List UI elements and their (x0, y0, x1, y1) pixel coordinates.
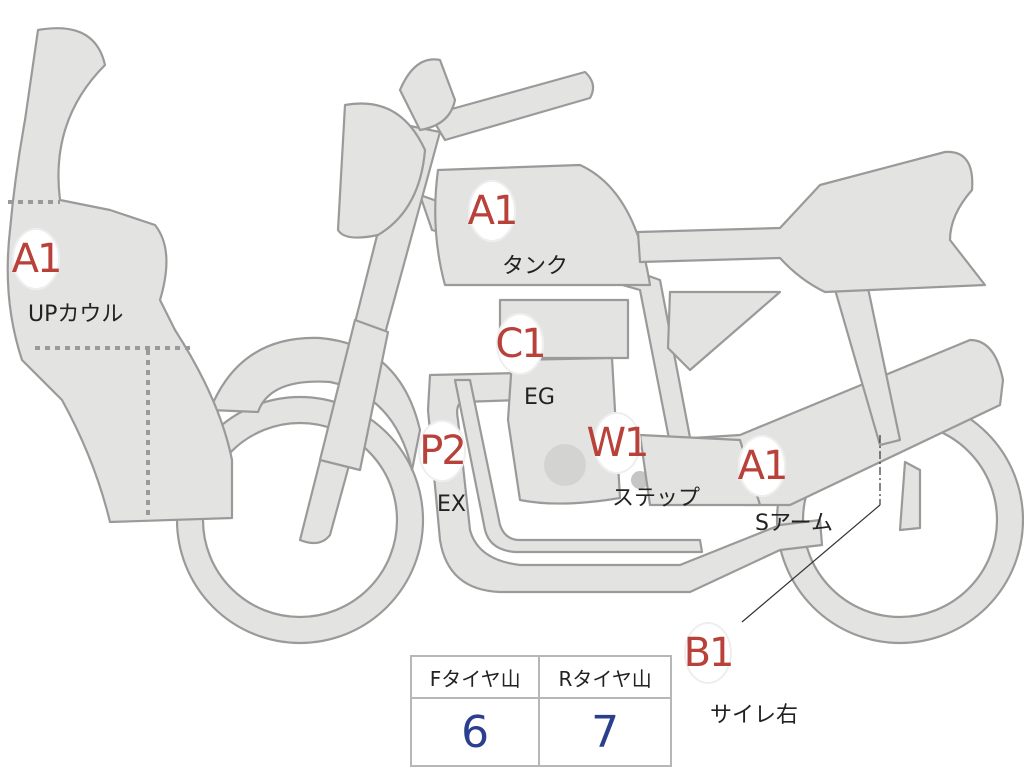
frame-rail (453, 378, 704, 554)
headlight-bracket (398, 58, 457, 132)
handlebar (428, 70, 595, 142)
rear-tire-header: Rタイヤ山 (538, 655, 672, 699)
seat (636, 150, 987, 294)
code-badge-swing-arm: A1 (738, 435, 788, 497)
front-tire-header: Fタイヤ山 (409, 655, 541, 699)
label-exhaust: EX (437, 492, 466, 517)
rear-tire-value: 7 (538, 697, 672, 767)
code-badge-step: W1 (587, 412, 650, 474)
label-swing-arm: Sアーム (755, 511, 833, 536)
side-cover (666, 290, 782, 372)
code-badge-exhaust: P2 (418, 420, 467, 482)
code-badge-engine: C1 (495, 313, 547, 375)
upper-cowl (6, 27, 234, 524)
label-silencer: サイレ右 (710, 703, 799, 728)
meter-cover (336, 102, 427, 239)
engine (498, 298, 697, 505)
label-upper-cowl: UPカウル (28, 302, 124, 327)
label-step: ステップ (612, 486, 701, 511)
tire-tread-table: Fタイヤ山 Rタイヤ山 6 7 (409, 655, 672, 767)
silencer-leader-diag (741, 504, 881, 623)
front-tire-value: 6 (409, 697, 541, 767)
fork-lower (318, 318, 390, 472)
code-badge-tank: A1 (468, 180, 518, 242)
right-cover (898, 460, 922, 532)
code-badge-upper-cowl: A1 (12, 228, 62, 290)
label-engine: EG (524, 385, 555, 410)
label-tank: タンク (502, 254, 569, 279)
frame-side (638, 433, 762, 507)
code-badge-silencer: B1 (684, 622, 734, 684)
